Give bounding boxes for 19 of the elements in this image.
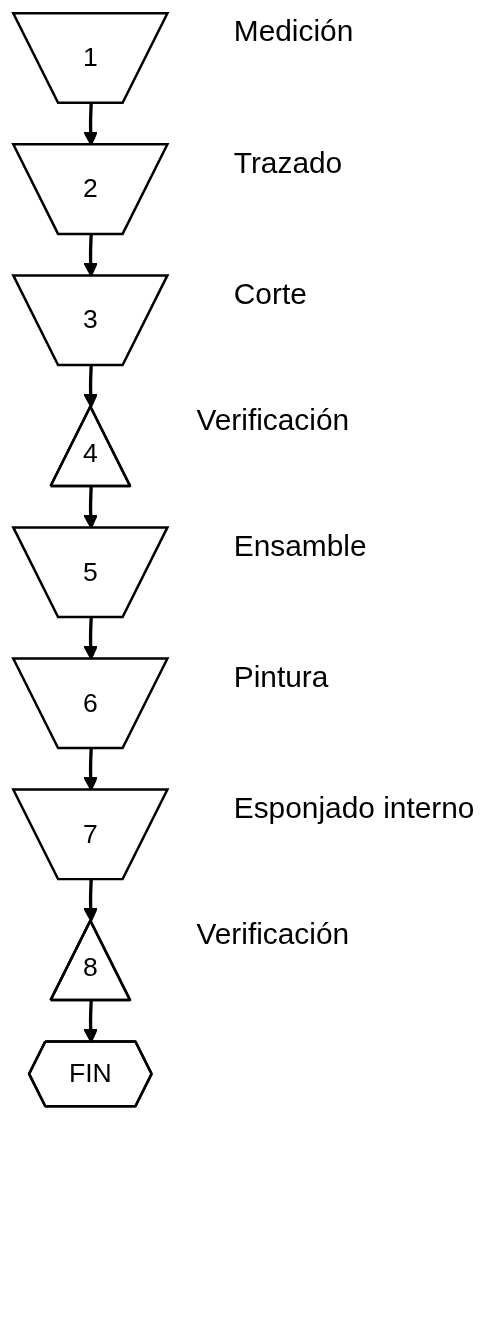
step-name: Pintura bbox=[233, 659, 329, 693]
arrow bbox=[83, 879, 98, 923]
process-shape: 2 bbox=[11, 143, 170, 236]
step-name: Corte bbox=[233, 276, 307, 310]
step-name: Verificación bbox=[196, 402, 350, 436]
step-name: Trazado bbox=[233, 145, 343, 179]
step-name: Medición bbox=[233, 14, 354, 48]
step-name: Ensamble bbox=[233, 528, 367, 562]
process-shape: 6 bbox=[11, 657, 170, 750]
process-shape: 8 bbox=[49, 919, 132, 1002]
step-name: Verificación bbox=[196, 916, 350, 950]
process-shape: FIN bbox=[27, 1040, 153, 1108]
step-name: Esponjado interno bbox=[233, 790, 475, 824]
process-shape: 1 bbox=[11, 12, 170, 105]
process-shape: 3 bbox=[11, 274, 170, 367]
process-shape: 4 bbox=[49, 405, 132, 488]
process-shape: 5 bbox=[11, 526, 170, 619]
process-shape: 7 bbox=[11, 788, 170, 881]
arrow bbox=[83, 365, 98, 408]
